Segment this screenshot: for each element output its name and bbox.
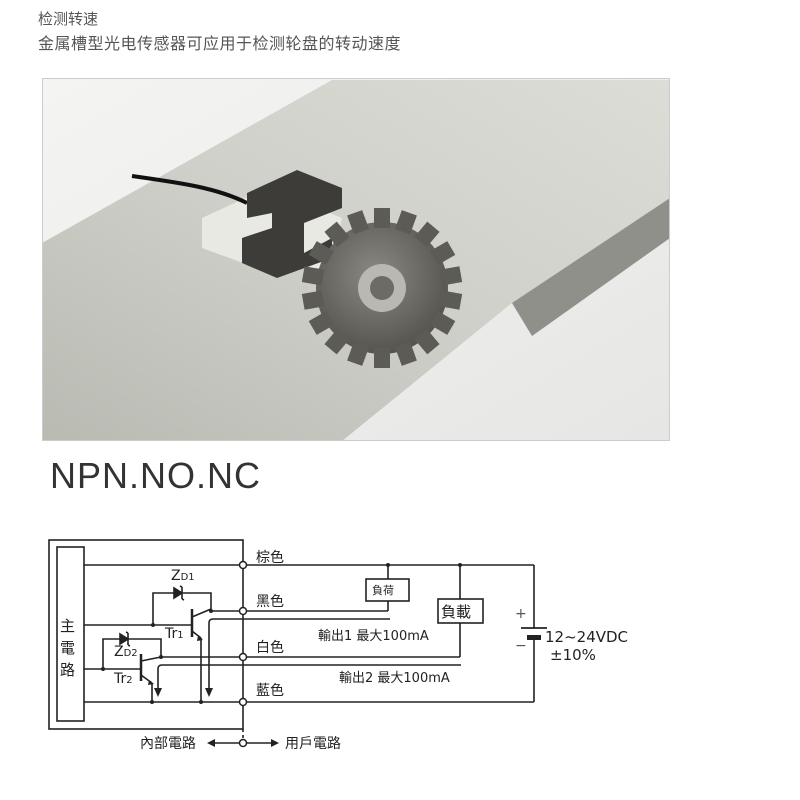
- black-wire-label: 黑色: [256, 594, 284, 610]
- internal-circuit-label: 內部電路: [140, 736, 196, 752]
- output2-label: 輸出2 最大100mA: [339, 671, 450, 686]
- tr1-label: Tr1: [165, 626, 184, 642]
- terminal-black: [238, 606, 248, 616]
- user-circuit-label: 用戶電路: [285, 736, 341, 752]
- sensor-application-photo: [42, 78, 670, 441]
- zener-diode-zd2-icon: [119, 631, 131, 647]
- load-large-label: 負載: [441, 603, 472, 621]
- battery-icon: [521, 627, 547, 640]
- minus-sign: −: [515, 638, 527, 654]
- main-circuit-label: 主電路: [60, 617, 76, 679]
- zd1-label: ZD1: [171, 568, 195, 584]
- zd2-label: ZD2: [114, 644, 138, 660]
- brown-wire-label: 棕色: [256, 550, 284, 566]
- page-title: 检测转速: [38, 10, 99, 28]
- terminal-boundary: [238, 738, 248, 748]
- white-wire-label: 白色: [256, 640, 284, 656]
- terminal-blue: [238, 697, 248, 707]
- tolerance-label: ±10%: [550, 646, 596, 664]
- load-small-label: 負荷: [372, 584, 394, 597]
- zener-diode-zd1-icon: [173, 585, 185, 601]
- output1-label: 輸出1 最大100mA: [318, 629, 429, 644]
- output1-line: [208, 618, 390, 690]
- internal-circuit-box: [48, 539, 244, 730]
- main-circuit-box: [56, 546, 85, 722]
- terminal-white: [238, 652, 248, 662]
- voltage-label: 12~24VDC: [545, 628, 629, 646]
- gear-icon: [301, 208, 463, 368]
- output2-line: [157, 664, 461, 690]
- page-subtitle: 金属槽型光电传感器可应用于检测轮盘的转动速度: [38, 34, 402, 53]
- tr2-label: Tr2: [114, 671, 133, 687]
- arrow-icons: [148, 636, 279, 747]
- terminal-brown: [238, 560, 248, 570]
- plus-sign: +: [515, 606, 527, 622]
- model-label: NPN.NO.NC: [50, 455, 262, 496]
- plate-side-face: [512, 198, 670, 336]
- sensor-cable: [131, 174, 248, 205]
- blue-wire-label: 藍色: [256, 683, 284, 699]
